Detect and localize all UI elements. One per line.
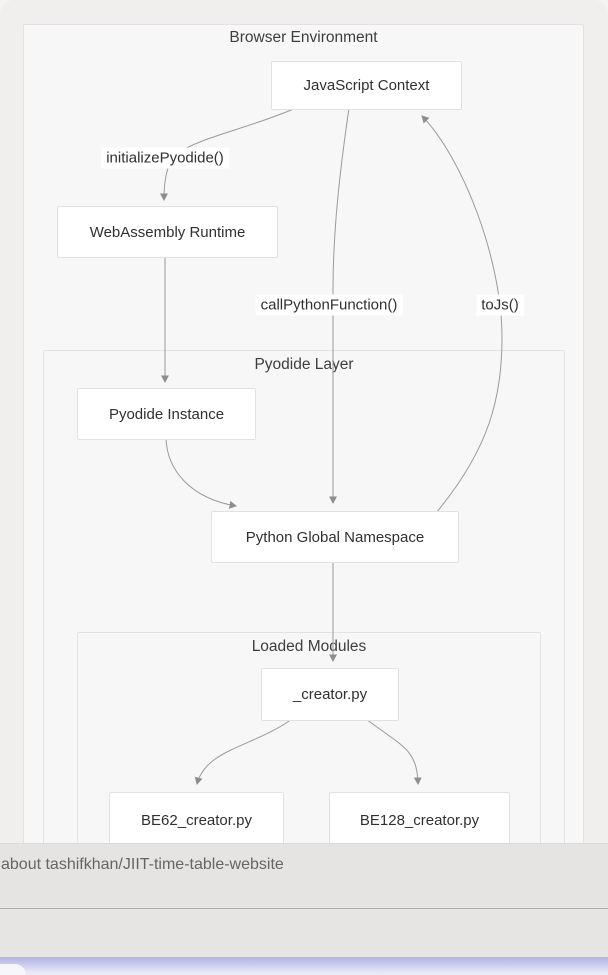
node-label: BE128_creator.py bbox=[359, 812, 480, 829]
node-be62-creator-py: BE62_creator.py bbox=[109, 792, 284, 849]
node-label: JavaScript Context bbox=[303, 77, 430, 94]
subgraph-title-pyodide-layer: Pyodide Layer bbox=[254, 356, 354, 373]
node-python-global-namespace: Python Global Namespace bbox=[211, 511, 459, 563]
ask-bar-divider bbox=[0, 908, 608, 909]
node-label: BE62_creator.py bbox=[141, 812, 252, 829]
ask-input-bar[interactable]: about tashifkhan/JIIT-time-table-website bbox=[0, 843, 608, 909]
ask-input-text: about tashifkhan/JIIT-time-table-website bbox=[1, 856, 284, 873]
subgraph-title-browser-environment: Browser Environment bbox=[229, 29, 378, 46]
input-corner bbox=[0, 964, 26, 975]
edge-label-to-js: toJs() bbox=[476, 294, 524, 316]
node-webassembly-runtime: WebAssembly Runtime bbox=[57, 206, 278, 258]
focused-input-glow[interactable] bbox=[0, 957, 608, 975]
node-javascript-context: JavaScript Context bbox=[271, 61, 462, 110]
subgraph-title-loaded-modules: Loaded Modules bbox=[251, 638, 367, 655]
node-be128-creator-py: BE128_creator.py bbox=[329, 792, 510, 849]
node-label: WebAssembly Runtime bbox=[89, 223, 246, 241]
edge-label-call-python-function: callPythonFunction() bbox=[255, 294, 403, 316]
node-label: _creator.py bbox=[292, 686, 368, 703]
node-label: Pyodide Instance bbox=[108, 405, 225, 423]
edge-label-initialize-pyodide: initializePyodide() bbox=[101, 147, 229, 169]
node-label: Python Global Namespace bbox=[245, 528, 425, 546]
node-creator-py: _creator.py bbox=[261, 668, 399, 721]
ask-bar-lower-area[interactable] bbox=[0, 909, 608, 957]
node-pyodide-instance: Pyodide Instance bbox=[77, 388, 256, 440]
